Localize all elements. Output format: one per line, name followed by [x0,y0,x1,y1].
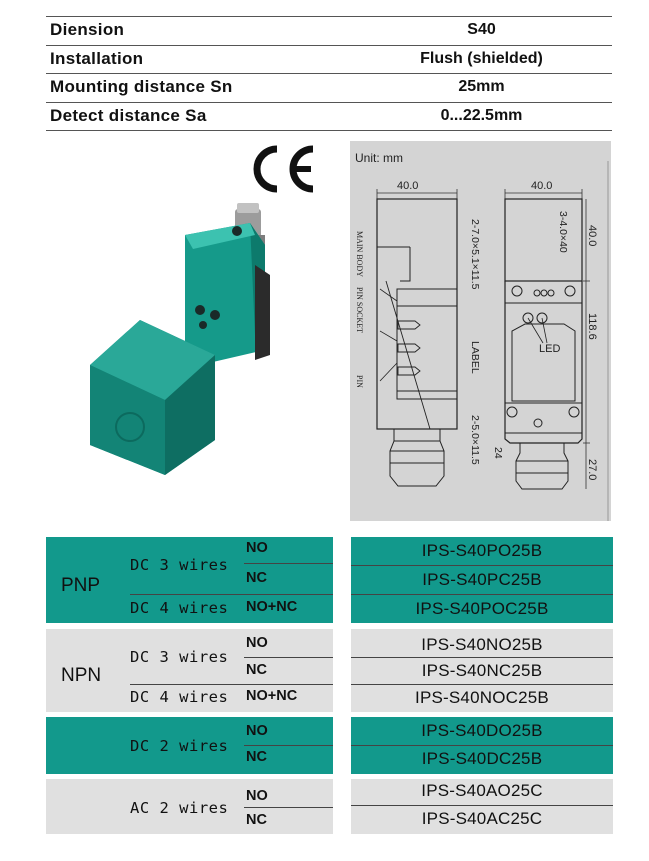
model-code: IPS-S40NO25B [421,635,543,654]
wires-label: DC 4 wires [130,688,229,706]
wires-label: DC 3 wires [130,648,229,666]
model-code: IPS-S40AC25C [421,809,543,828]
dc2-group: DC 2 wires NO NC IPS-S40DO25B IPS-S40DC2… [46,717,613,774]
npn-group: NPN DC 3 wires DC 4 wires NO NC NO+NC IP… [46,629,613,712]
model-code: IPS-S40DC25B [421,749,543,768]
output-label: NO [246,540,268,556]
model-code: IPS-S40AO25C [421,781,543,800]
label-text: LABEL [469,341,481,374]
model-code: IPS-S40DO25B [421,721,543,740]
model-code: IPS-S40POC25B [415,599,549,618]
spec-table: Diension S40 Installation Flush (shielde… [46,16,612,131]
type-label: NPN [61,665,102,686]
spec-row: Detect distance Sa 0...22.5mm [46,102,612,131]
spec-row: Installation Flush (shielded) [46,45,612,74]
slot-bottom-label: 2-5.0×11.5 [469,415,481,465]
holes-label: 3-4.0×40 [557,211,569,253]
spec-row: Mounting distance Sn 25mm [46,74,612,103]
spec-label: Installation [50,48,144,68]
output-label: NO [246,723,268,739]
output-label: NO+NC [246,599,298,615]
model-code: IPS-S40NOC25B [415,688,549,707]
pin-label: PIN [355,375,364,388]
dim-label: 118.6 [586,313,598,340]
output-label: NC [246,812,267,828]
output-label: NC [246,570,267,586]
output-label: NO [246,635,268,651]
spec-row: Diension S40 [46,16,612,46]
technical-drawing: Unit: mm 40.0 MAIN BODY PIN SOCKET PIN 4… [350,141,611,521]
ce-mark-icon [253,145,314,193]
pnp-group: PNP DC 3 wires DC 4 wires NO NC NO+NC IP… [46,537,613,623]
unit-label: Unit: mm [355,151,403,165]
ac2-group: AC 2 wires NO NC IPS-S40AO25C IPS-S40AC2… [46,779,613,834]
spec-value: S40 [467,21,496,38]
output-label: NO [246,788,268,804]
dim-label: 40.0 [531,180,552,192]
main-body-label: MAIN BODY [355,231,364,277]
output-label: NC [246,662,267,678]
model-code: IPS-S40NC25B [421,661,543,680]
spec-label: Diension [50,20,125,39]
type-label: PNP [61,575,101,596]
wires-label: AC 2 wires [130,799,229,817]
led-label: LED [539,343,560,355]
pin-socket-label: PIN SOCKET [355,287,364,333]
spec-value: 0...22.5mm [440,106,523,124]
output-label: NO+NC [246,688,298,704]
dim-label: 24 [492,447,504,459]
model-code: IPS-S40PO25B [421,541,543,560]
slot-top-label: 2-7.0×5.1×11.5 [469,219,481,290]
product-photo [90,203,270,475]
wires-label: DC 2 wires [130,737,229,755]
dim-label: 27.0 [586,459,598,480]
spec-label: Mounting distance Sn [50,77,233,96]
spec-label: Detect distance Sa [50,105,207,125]
model-code: IPS-S40PC25B [422,570,542,589]
dim-label: 40.0 [586,225,598,246]
wires-label: DC 4 wires [130,599,229,617]
spec-value: 25mm [458,78,505,95]
wires-label: DC 3 wires [130,556,229,574]
output-label: NC [246,749,267,765]
spec-value: Flush (shielded) [420,49,543,67]
dim-label: 40.0 [397,180,418,192]
